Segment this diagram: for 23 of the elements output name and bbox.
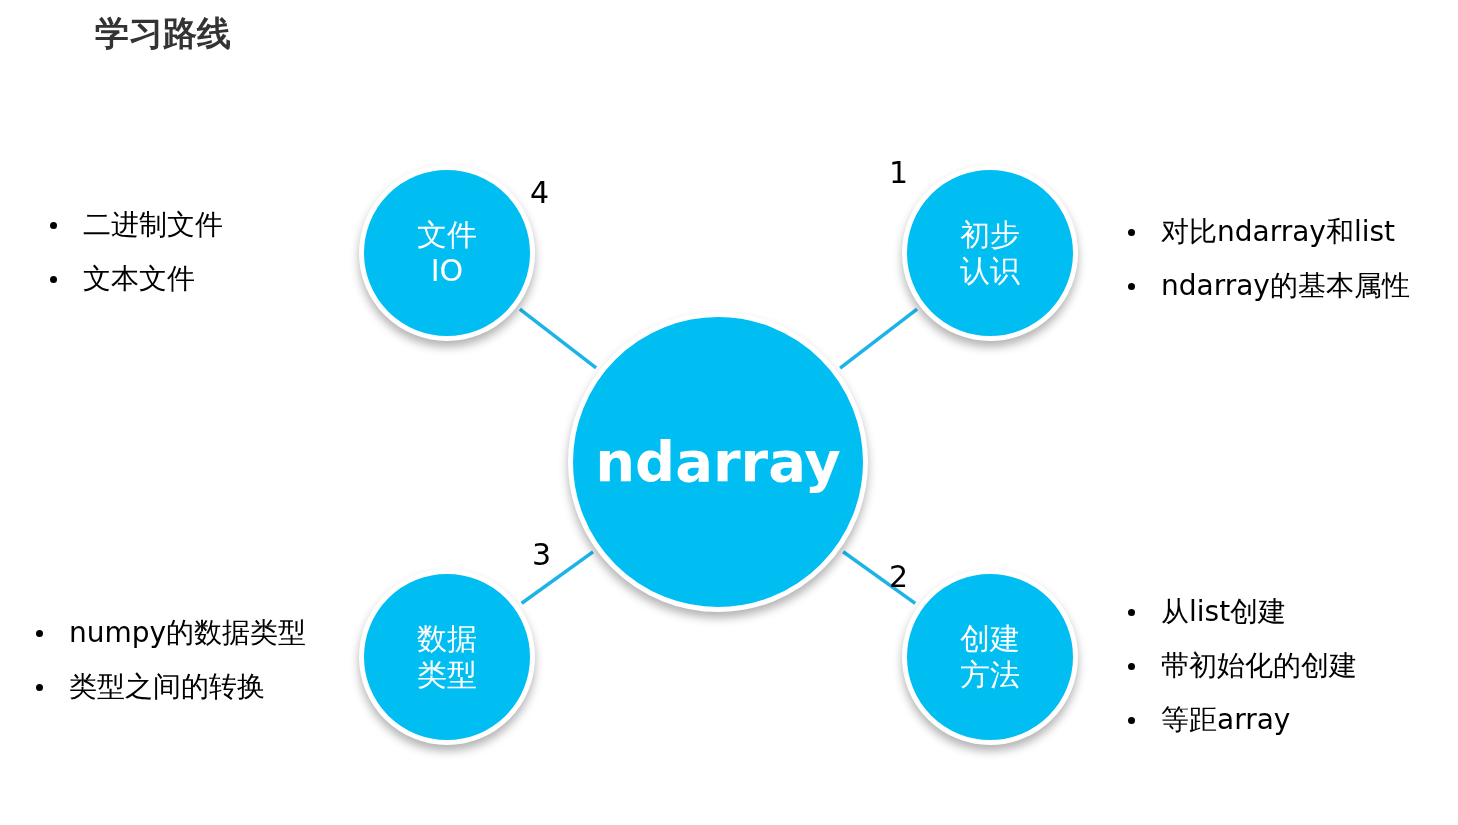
connector-line bbox=[518, 307, 598, 370]
topic-label: 文件IO bbox=[416, 217, 478, 289]
connector-line bbox=[520, 550, 595, 605]
topic-point: 等距array bbox=[1161, 702, 1291, 738]
topic-label: 初步认识 bbox=[959, 217, 1021, 289]
step-number: 1 bbox=[889, 158, 909, 188]
topic-label: 创建方法 bbox=[959, 621, 1021, 693]
topic-label: ndarray bbox=[595, 428, 841, 496]
topic-point: ndarray的基本属性 bbox=[1161, 268, 1410, 304]
topic-point: 文本文件 bbox=[83, 261, 195, 297]
step-number: 3 bbox=[532, 540, 552, 570]
topic-point: 二进制文件 bbox=[83, 207, 223, 243]
page-title: 学习路线 bbox=[95, 16, 231, 50]
topic-point: numpy的数据类型 bbox=[69, 615, 307, 651]
topic-label: 数据类型 bbox=[416, 621, 478, 693]
topic-point: 类型之间的转换 bbox=[69, 669, 265, 705]
topic-point: 带初始化的创建 bbox=[1161, 648, 1357, 684]
topic-point: 对比ndarray和list bbox=[1161, 214, 1396, 250]
connector-line bbox=[842, 550, 917, 605]
step-number: 4 bbox=[530, 178, 550, 208]
step-number: 2 bbox=[889, 562, 909, 592]
connector-line bbox=[839, 307, 919, 370]
topic-point: 从list创建 bbox=[1161, 594, 1287, 630]
